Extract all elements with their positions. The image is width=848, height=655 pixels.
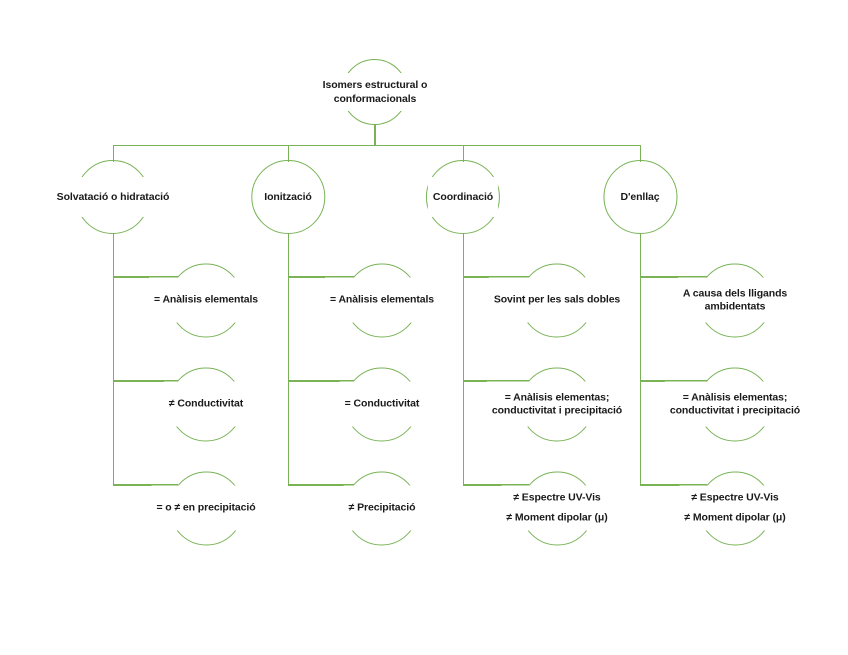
child-node-1-2: ≠ Conductivitat [163, 367, 249, 441]
child-label: = o ≠ en precipitació [156, 501, 256, 514]
branch-node-solvatacio: Solvatació o hidratació [51, 160, 175, 234]
branch-trunk-line [639, 233, 641, 485]
child-label: = Anàlisis elementals [329, 293, 435, 306]
child-connector-line [113, 380, 178, 382]
child-connector-line [113, 484, 178, 486]
child-node-1-1: = Anàlisis elementals [148, 263, 264, 337]
root-drop-line [374, 124, 376, 146]
root-label-line2: conformacionals [333, 93, 417, 105]
child-label-line1: ≠ Espectre UV-Vis [691, 491, 779, 504]
child-connector-line [288, 380, 354, 382]
child-node-3-1: Sovint per les sals dobles [488, 263, 626, 337]
child-label: = Conductivitat [344, 397, 420, 410]
child-connector-line [640, 484, 707, 486]
child-node-2-2: = Conductivitat [339, 367, 425, 441]
branch-node-denllac: D'enllaç [602, 160, 677, 234]
child-label-line1: = Anàlisis elementas; [504, 391, 610, 403]
child-label-line1: A causa dels lligands [682, 287, 788, 299]
child-label-line2: ≠ Moment dipolar (μ) [684, 511, 786, 524]
branch-trunk-line [112, 233, 114, 485]
child-connector-line [463, 484, 529, 486]
node-circle [426, 160, 500, 234]
child-node-3-3: ≠ Espectre UV-Vis ≠ Moment dipolar (μ) [501, 471, 613, 545]
child-label-line2: ambidentats [704, 300, 766, 312]
child-node-4-2: = Anàlisis elementas; conductivitat i pr… [664, 367, 806, 441]
root-node: Isomers estructural o conformacionals [317, 59, 433, 125]
child-label-line2: conductivitat i precipitació [669, 404, 801, 416]
child-label: = Anàlisis elementals [153, 293, 259, 306]
branch-drop-line [112, 145, 114, 162]
child-node-1-3: = o ≠ en precipitació [151, 471, 261, 545]
branch-node-ionitzacio: Ionització [250, 160, 325, 234]
child-connector-line [113, 276, 178, 278]
branch-trunk-line [287, 233, 289, 485]
child-label-line1: ≠ Espectre UV-Vis [513, 491, 601, 504]
child-label: ≠ Precipitació [348, 501, 416, 514]
child-node-2-3: ≠ Precipitació [343, 471, 421, 545]
child-connector-line [288, 276, 354, 278]
node-circle [250, 160, 325, 234]
branch-label: Solvatació o hidratació [56, 190, 170, 203]
child-label: Sovint per les sals dobles [493, 293, 621, 306]
branch-node-coordinacio: Coordinació [426, 160, 500, 234]
child-label: ≠ Conductivitat [168, 397, 244, 410]
child-connector-line [288, 484, 354, 486]
child-label-line2: conductivitat i precipitació [491, 404, 623, 416]
child-label-line1: = Anàlisis elementas; [682, 391, 788, 403]
child-connector-line [463, 380, 529, 382]
root-label-line1: Isomers estructural o [322, 79, 428, 91]
child-node-4-3: ≠ Espectre UV-Vis ≠ Moment dipolar (μ) [679, 471, 791, 545]
child-node-4-1: A causa dels lligands ambidentats [677, 263, 793, 337]
child-connector-line [640, 276, 707, 278]
child-node-2-1: = Anàlisis elementals [324, 263, 440, 337]
branch-label: Coordinació [432, 190, 494, 203]
branch-drop-line [462, 145, 464, 162]
branch-drop-line [639, 145, 641, 162]
branch-label: Ionització [264, 190, 312, 203]
child-connector-line [463, 276, 529, 278]
child-label-line2: ≠ Moment dipolar (μ) [506, 511, 608, 524]
top-rail-line [113, 144, 641, 146]
node-circle [602, 160, 677, 234]
child-node-3-2: = Anàlisis elementas; conductivitat i pr… [486, 367, 628, 441]
branch-drop-line [287, 145, 289, 162]
branch-trunk-line [462, 233, 464, 485]
branch-label: D'enllaç [620, 190, 660, 203]
child-connector-line [640, 380, 707, 382]
